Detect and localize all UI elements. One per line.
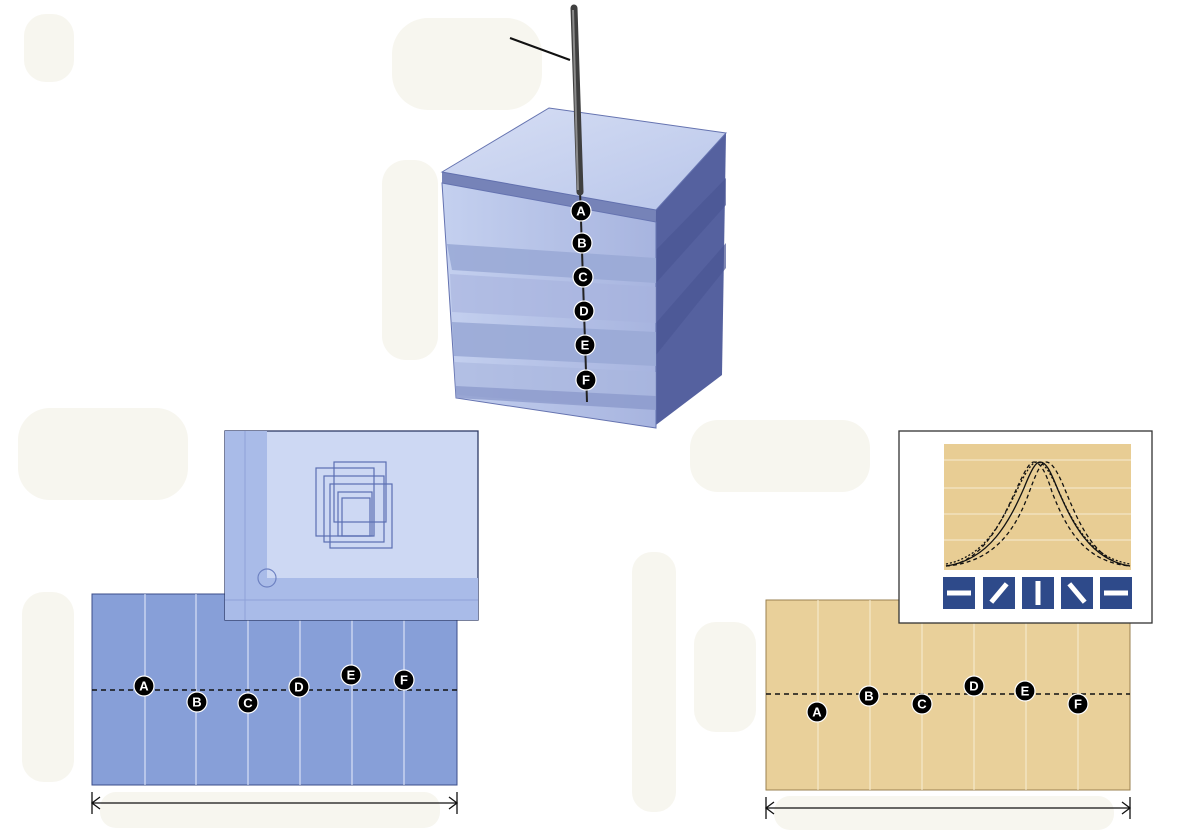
- svg-text:E: E: [581, 338, 590, 353]
- svg-text:C: C: [243, 696, 253, 711]
- svg-text:A: A: [812, 705, 822, 720]
- electrode-marker-c: C: [572, 266, 594, 288]
- horizontal-bar-icon: [943, 577, 975, 609]
- svg-text:A: A: [139, 679, 149, 694]
- receptive-field-inset: [224, 430, 479, 621]
- electrode-marker-e: E: [1014, 680, 1036, 702]
- receptive-field-squares: [315, 461, 393, 549]
- electrode-marker-e: E: [574, 334, 596, 356]
- svg-text:C: C: [917, 697, 927, 712]
- horizontal-bar-icon: [1100, 577, 1132, 609]
- diagonal-down-bar-icon: [1061, 577, 1093, 609]
- svg-text:F: F: [582, 373, 590, 388]
- electrode: [570, 4, 584, 196]
- electrode-marker-f: F: [575, 369, 597, 391]
- electrode-marker-d: D: [573, 300, 595, 322]
- tuning-plot-area: [944, 444, 1131, 570]
- electrode-marker-b: B: [186, 691, 208, 713]
- vertical-bar-icon: [1022, 577, 1054, 609]
- tan-recording-panel: A B C D E F: [764, 599, 1132, 819]
- column-top-face: [440, 107, 728, 211]
- electrode-marker-e: E: [340, 664, 362, 686]
- svg-text:E: E: [347, 668, 356, 683]
- cortical-column-block: [440, 107, 728, 429]
- tuning-curves: [945, 461, 1131, 567]
- depth-markers: A B C D E F: [570, 200, 597, 391]
- svg-text:F: F: [1074, 697, 1082, 712]
- electrode-track: [579, 189, 588, 403]
- svg-text:D: D: [969, 679, 978, 694]
- svg-text:D: D: [294, 680, 303, 695]
- electrode-marker-f: F: [1067, 693, 1089, 715]
- orientation-tuning-inset: [898, 430, 1153, 624]
- svg-text:A: A: [576, 204, 586, 219]
- electrode-marker-d: D: [288, 676, 310, 698]
- faded-label-blobs: [18, 14, 1114, 830]
- svg-text:B: B: [192, 695, 201, 710]
- svg-text:D: D: [579, 304, 588, 319]
- electrode-marker-d: D: [963, 675, 985, 697]
- electrode-marker-a: A: [806, 701, 828, 723]
- tan-width-arrow: [764, 797, 1132, 819]
- electrode-marker-f: F: [393, 669, 415, 691]
- electrode-marker-c: C: [911, 693, 933, 715]
- blue-width-arrow: [90, 792, 459, 814]
- electrode-marker-c: C: [237, 692, 259, 714]
- svg-text:B: B: [864, 689, 873, 704]
- fixation-point-icon: [257, 568, 277, 588]
- electrode-marker-a: A: [133, 675, 155, 697]
- leader-line: [509, 37, 571, 61]
- svg-text:F: F: [400, 673, 408, 688]
- electrode-marker-b: B: [858, 685, 880, 707]
- svg-text:B: B: [577, 236, 586, 251]
- electrode-marker-b: B: [571, 232, 593, 254]
- svg-text:E: E: [1021, 684, 1030, 699]
- diagonal-up-bar-icon: [983, 577, 1015, 609]
- blue-recording-panel: A B C D E F: [90, 593, 459, 814]
- electrode-marker-a: A: [570, 200, 592, 222]
- svg-text:C: C: [578, 270, 588, 285]
